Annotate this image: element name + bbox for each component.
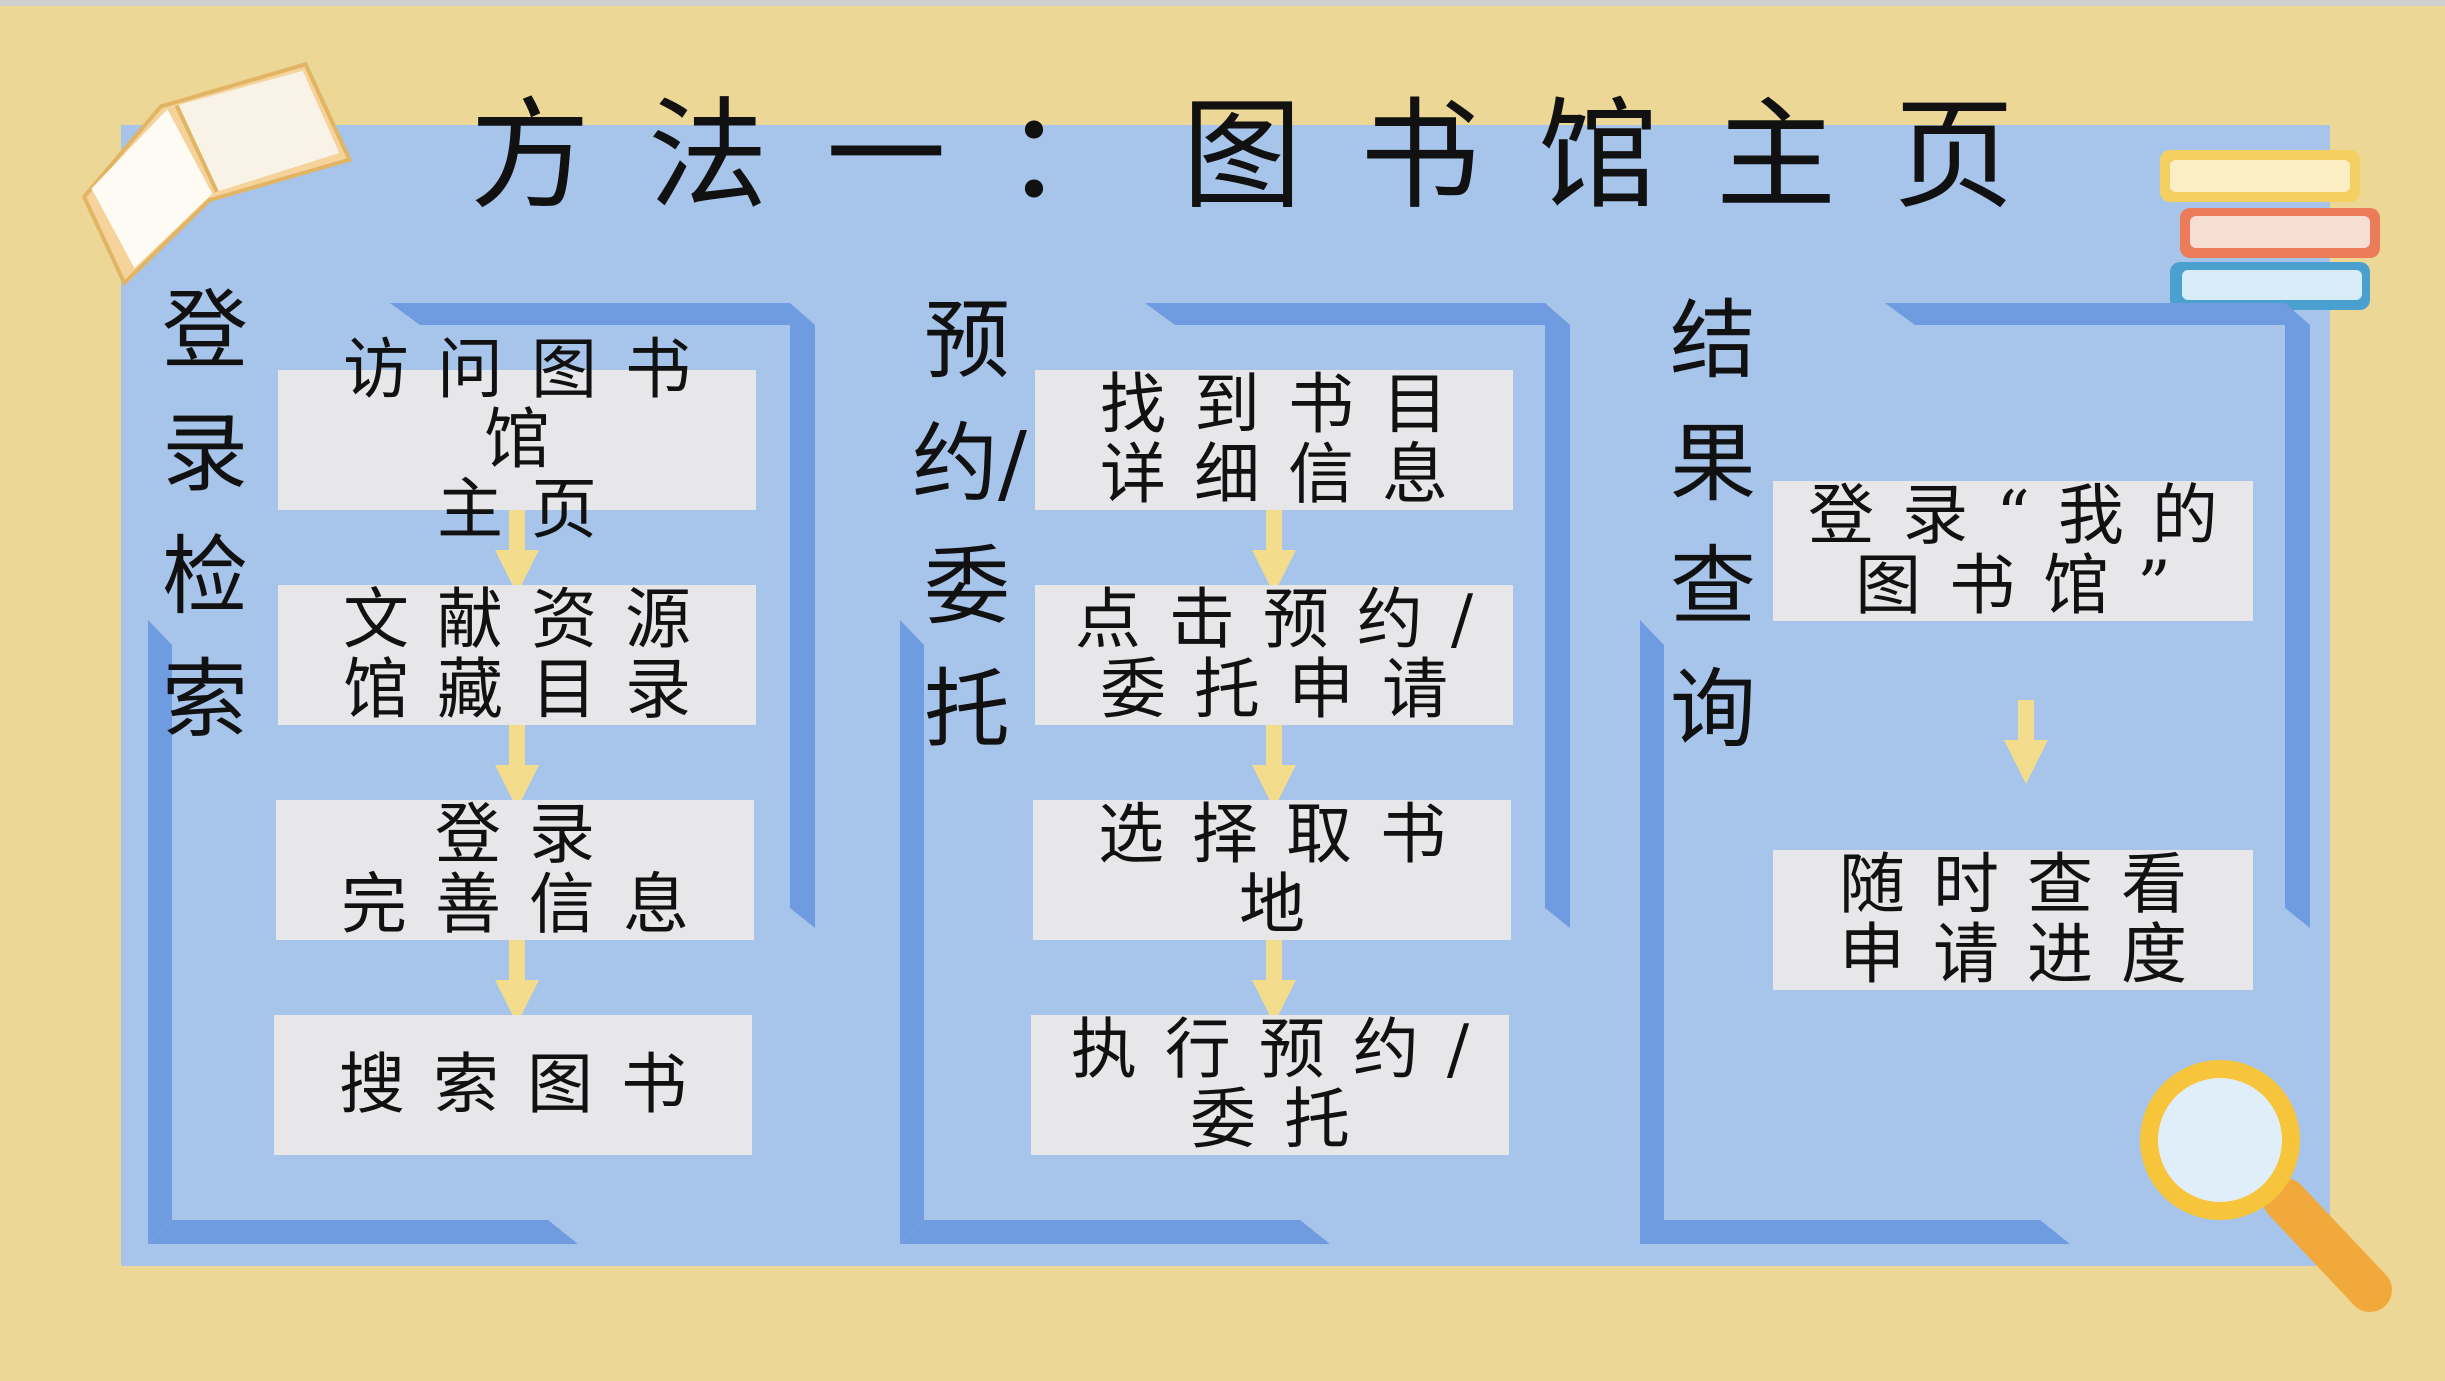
magnifier-icon <box>2140 1060 2392 1312</box>
frame-left-3 <box>1640 620 1664 1244</box>
down-arrow-icon <box>495 510 539 594</box>
frame-left-1 <box>148 620 172 1244</box>
step-choose-pickup: 选择取书地 <box>1033 800 1511 940</box>
step-catalog: 文献资源 馆藏目录 <box>278 585 756 725</box>
frame-bottom-2 <box>900 1220 1330 1244</box>
column-label-reserve: 预约/委托 <box>912 291 1027 760</box>
frame-bottom-1 <box>148 1220 578 1244</box>
frame-top-3 <box>1885 303 2285 325</box>
stacked-books-icon <box>2160 150 2380 310</box>
step-execute-reserve: 执行预约/ 委托 <box>1031 1015 1509 1155</box>
column-label-login-search: 登录检索 <box>162 281 248 750</box>
frame-right-2 <box>1545 303 1570 928</box>
step-search-books: 搜索图书 <box>274 1015 752 1155</box>
frame-bottom-3 <box>1640 1220 2070 1244</box>
down-arrow-icon <box>1252 725 1296 809</box>
down-arrow-icon <box>495 940 539 1024</box>
step-login-my-library: 登录“我的 图书馆” <box>1773 481 2253 621</box>
down-arrow-icon <box>1252 510 1296 594</box>
step-check-progress: 随时查看 申请进度 <box>1773 850 2253 990</box>
step-click-reserve: 点击预约/ 委托申请 <box>1035 585 1513 725</box>
page-title: 方法一：图书馆主页 <box>470 87 2072 226</box>
top-border <box>0 0 2445 6</box>
frame-left-2 <box>900 620 924 1244</box>
down-arrow-icon <box>1252 940 1296 1024</box>
down-arrow-icon <box>495 725 539 809</box>
frame-top-2 <box>1145 303 1545 325</box>
down-arrow-icon <box>2004 700 2048 784</box>
step-visit-homepage: 访问图书馆 主页 <box>278 335 756 545</box>
step-find-record: 找到书目 详细信息 <box>1035 370 1513 510</box>
open-book-icon <box>81 61 353 287</box>
frame-top-1 <box>390 303 790 325</box>
column-label-result-query: 结果查询 <box>1670 291 1756 760</box>
step-login-info: 登录 完善信息 <box>276 800 754 940</box>
frame-right-3 <box>2285 303 2310 928</box>
frame-right-1 <box>790 303 815 928</box>
